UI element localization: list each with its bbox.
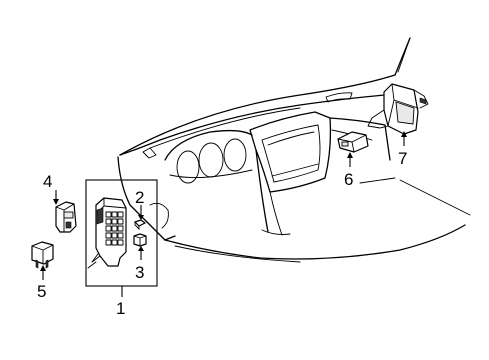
callout-5: 5 xyxy=(37,282,46,301)
part-5-relay xyxy=(31,241,54,280)
callout-3: 3 xyxy=(135,263,144,282)
part-1-junction-block xyxy=(85,179,158,297)
callout-6: 6 xyxy=(344,170,353,189)
part-3-relay xyxy=(133,233,147,260)
part-7-control-module xyxy=(367,83,429,146)
callout-2: 2 xyxy=(135,188,144,207)
instrument-panel xyxy=(117,37,471,263)
part-4-relay xyxy=(53,190,77,233)
part-6-module xyxy=(337,131,369,167)
part-2-fuse xyxy=(134,205,146,231)
callout-1: 1 xyxy=(116,299,125,318)
callout-4: 4 xyxy=(43,172,52,191)
callout-7: 7 xyxy=(398,149,407,168)
